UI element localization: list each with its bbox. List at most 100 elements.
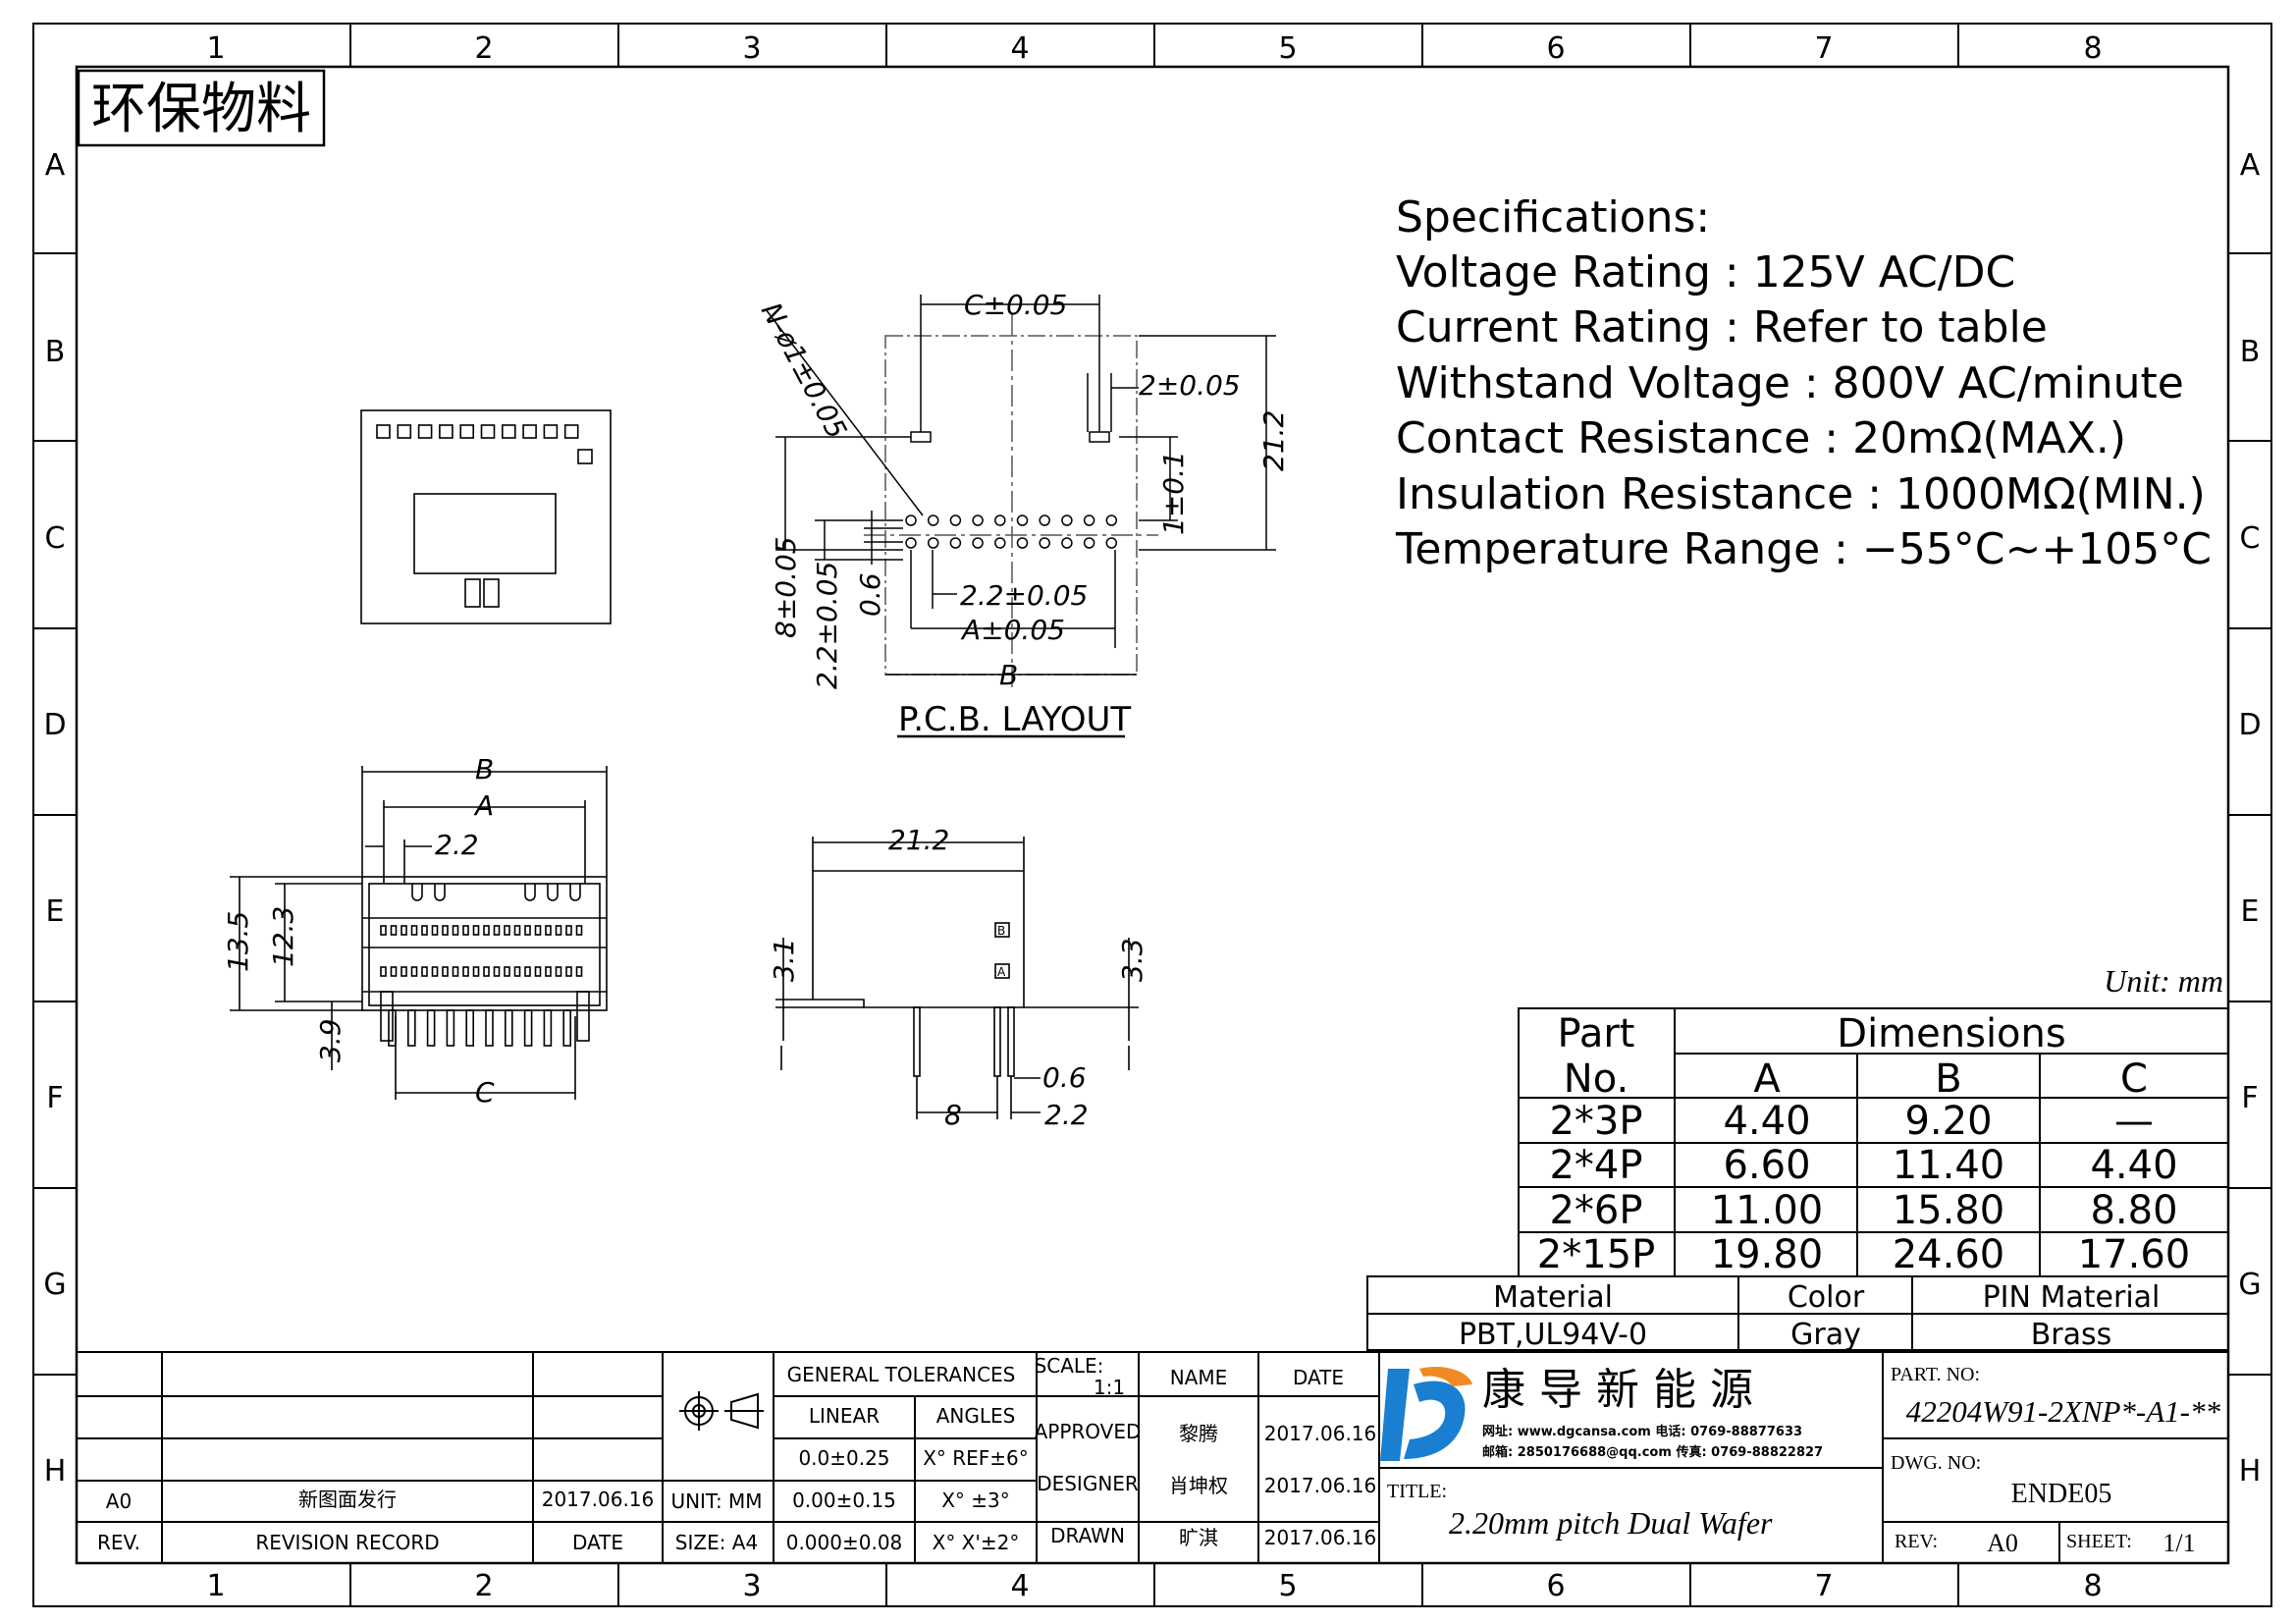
- revision-date-value: 2017.06.16: [542, 1488, 655, 1511]
- pcb-hole: [927, 514, 939, 526]
- row-label-left: F: [46, 1081, 63, 1115]
- col-label-bottom: 6: [1546, 1569, 1565, 1603]
- rev-value: A0: [1987, 1529, 2018, 1557]
- dwg-no-value: ENDE05: [2011, 1479, 2112, 1509]
- contact: [524, 925, 531, 936]
- grid-labels: 1 2 3 4 5 6 7 8 1 2 3 4 5 6 7 8 A B C D …: [43, 31, 2261, 1603]
- contact: [421, 966, 428, 977]
- row-label-left: A: [45, 148, 66, 183]
- dim-a-cell: 19.80: [1711, 1232, 1824, 1277]
- dim-b-cell: 11.40: [1893, 1143, 2005, 1188]
- linear-header: LINEAR: [809, 1404, 880, 1428]
- pcb-hole: [927, 537, 939, 549]
- drawing-title: 2.20mm pitch Dual Wafer: [1449, 1505, 1773, 1541]
- part-header: No.: [1564, 1056, 1629, 1102]
- pin-marker: [522, 424, 537, 439]
- dim-1: 1±0.1: [1157, 451, 1190, 535]
- contact: [410, 966, 418, 977]
- pcb-hole: [949, 537, 962, 549]
- dim-b-cell: 15.80: [1893, 1188, 2005, 1233]
- col-label-top: 4: [1010, 31, 1029, 66]
- date-drawn: 2017.06.16: [1264, 1526, 1377, 1549]
- marker-a: A: [997, 965, 1006, 979]
- pin: [543, 1009, 553, 1047]
- contact: [565, 966, 572, 977]
- contact: [545, 925, 552, 936]
- contact: [400, 966, 407, 977]
- row-label-left: B: [45, 335, 66, 369]
- spec-title: Specifications:: [1396, 192, 1710, 243]
- pin-marker: [439, 424, 454, 439]
- material-value: PBT,UL94V-0: [1459, 1318, 1647, 1352]
- latch: [547, 884, 559, 901]
- part-no-label: PART. NO:: [1891, 1364, 1980, 1385]
- rev-value: A0: [106, 1489, 132, 1513]
- projection-symbol-icon: [679, 1391, 764, 1431]
- contact: [390, 925, 398, 936]
- pcb-hole: [972, 514, 984, 526]
- pin-marker: [501, 424, 516, 439]
- col-label-top: 8: [2083, 31, 2102, 66]
- dim-2: 2±0.05: [1139, 369, 1241, 402]
- role-drawn: DRAWN: [1050, 1524, 1125, 1547]
- dim-c: C±0.05: [964, 289, 1067, 321]
- scale-label: SCALE:: [1035, 1354, 1104, 1378]
- row-label-right: G: [2238, 1268, 2261, 1302]
- column-header-a: A: [1753, 1056, 1781, 1102]
- scale-value: 1:1: [1094, 1376, 1125, 1399]
- pcb-hole: [1083, 537, 1095, 549]
- revision-record-header: REVISION RECORD: [255, 1531, 439, 1554]
- dim-8: 8: [944, 1099, 962, 1131]
- dim-21-2: 21.2: [888, 824, 949, 856]
- dim-2-2-vertical: 2.2±0.05: [811, 562, 843, 689]
- row-label-left: H: [44, 1454, 67, 1489]
- dim-0-6: 0.6: [1042, 1061, 1087, 1094]
- pcb-hole: [972, 537, 984, 549]
- pin: [485, 1009, 494, 1047]
- row-label-right: F: [2241, 1081, 2258, 1115]
- side-view: [775, 837, 1139, 1119]
- contact: [442, 925, 449, 936]
- col-label-top: 3: [742, 31, 761, 66]
- date-designer: 2017.06.16: [1264, 1474, 1377, 1497]
- pcb-hole: [1083, 514, 1095, 526]
- contact: [493, 966, 501, 977]
- col-label-bottom: 2: [474, 1569, 493, 1603]
- dim-a-cell: 6.60: [1723, 1143, 1810, 1188]
- contact: [483, 925, 490, 936]
- name-designer: 肖坤权: [1169, 1474, 1228, 1497]
- spec-line: Withstand Voltage : 800V AC/minute: [1396, 358, 2184, 408]
- dim-3-3: 3.3: [1116, 938, 1148, 982]
- role-designer: DESIGNER: [1037, 1472, 1139, 1495]
- pcb-hole-pattern: [905, 514, 1118, 549]
- name-drawn: 旷淇: [1179, 1526, 1218, 1549]
- linear-tolerance: 0.0±0.25: [798, 1446, 889, 1470]
- contact: [472, 966, 480, 977]
- col-label-bottom: 8: [2083, 1569, 2102, 1603]
- pcb-hole: [1105, 537, 1118, 549]
- dim-pitch: 2.2: [435, 829, 479, 861]
- contact: [390, 966, 398, 977]
- side-view-labels: 21.2 3.1 3.3 0.6 8 2.2 B A: [768, 824, 1148, 1131]
- contact: [483, 966, 490, 977]
- row-label-right: B: [2240, 335, 2261, 369]
- dim-b-cell: 24.60: [1893, 1232, 2005, 1277]
- contact: [555, 966, 562, 977]
- col-label-top: 5: [1278, 31, 1297, 66]
- dim-b-cell: 9.20: [1904, 1099, 1992, 1144]
- contact: [442, 966, 449, 977]
- contact: [400, 925, 407, 936]
- contact: [431, 925, 439, 936]
- linear-tolerance: 0.00±0.15: [792, 1489, 896, 1512]
- contact: [524, 966, 531, 977]
- dim-a: A: [473, 789, 494, 822]
- date-approved: 2017.06.16: [1264, 1422, 1377, 1445]
- contact: [421, 925, 428, 936]
- dim-2-2-horizontal: 2.2±0.05: [960, 579, 1088, 612]
- pin: [562, 1009, 572, 1047]
- size-value: SIZE: A4: [675, 1531, 758, 1554]
- dwg-no-label: DWG. NO:: [1891, 1452, 1981, 1474]
- revision-record-value: 新图面发行: [298, 1488, 397, 1511]
